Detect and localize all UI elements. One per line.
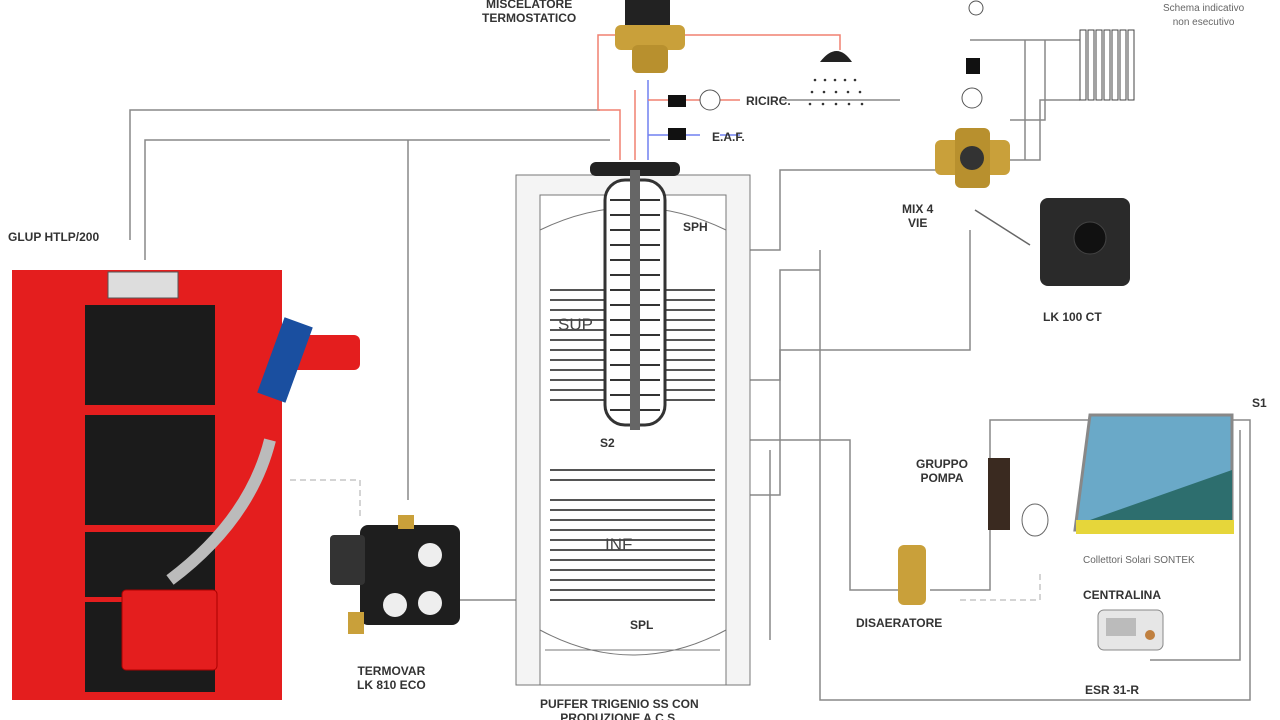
shower-icon <box>808 51 864 106</box>
pipes <box>129 39 1251 701</box>
puffer-tank <box>515 162 751 686</box>
sup-label: SUP <box>558 315 593 334</box>
controller-esr31r-icon <box>1097 609 1164 651</box>
s1-label: S1 <box>1252 396 1267 410</box>
check-valve-icon <box>668 128 686 140</box>
pump-group-icon <box>988 458 1049 537</box>
actuator-lk100ct-icon <box>1040 198 1130 286</box>
sph-label: SPH <box>683 220 708 234</box>
solar-collector-icon <box>1073 413 1234 534</box>
boiler-label: GLUP HTLP/200 <box>8 230 100 244</box>
controller-model: ESR 31-R <box>1085 683 1140 697</box>
hot-water-pipe <box>597 34 841 160</box>
eaf-label: E.A.F. <box>712 130 745 144</box>
mixer-valve-icon <box>615 0 685 73</box>
check-valve-icon <box>966 58 980 74</box>
deaerator-icon <box>898 545 926 605</box>
sensor-dashed-lines <box>290 479 1041 601</box>
actuator-label: LK 100 CT <box>1043 310 1102 324</box>
boiler-glup <box>12 270 360 700</box>
check-valve-icon <box>668 95 686 107</box>
collectors-label: Collettori Solari SONTEK <box>1083 555 1195 566</box>
cold-water-pipe <box>647 80 740 160</box>
radiator-icon <box>1079 29 1135 101</box>
thermometer-icon <box>968 0 984 16</box>
spl-label: SPL <box>630 618 654 632</box>
termovar-lk810eco-icon <box>330 515 460 634</box>
recirc-label: RICIRC. <box>746 94 791 108</box>
recirc-pump-icon <box>699 89 721 111</box>
s2-label: S2 <box>600 436 615 450</box>
deaerator-label: DISAERATORE <box>856 616 943 630</box>
actuator-link <box>974 209 1031 246</box>
heating-pump-icon <box>961 87 983 109</box>
inf-label: INF <box>605 535 633 554</box>
mix-4-way-valve-icon <box>935 128 1010 188</box>
controller-title: CENTRALINA <box>1083 588 1161 602</box>
